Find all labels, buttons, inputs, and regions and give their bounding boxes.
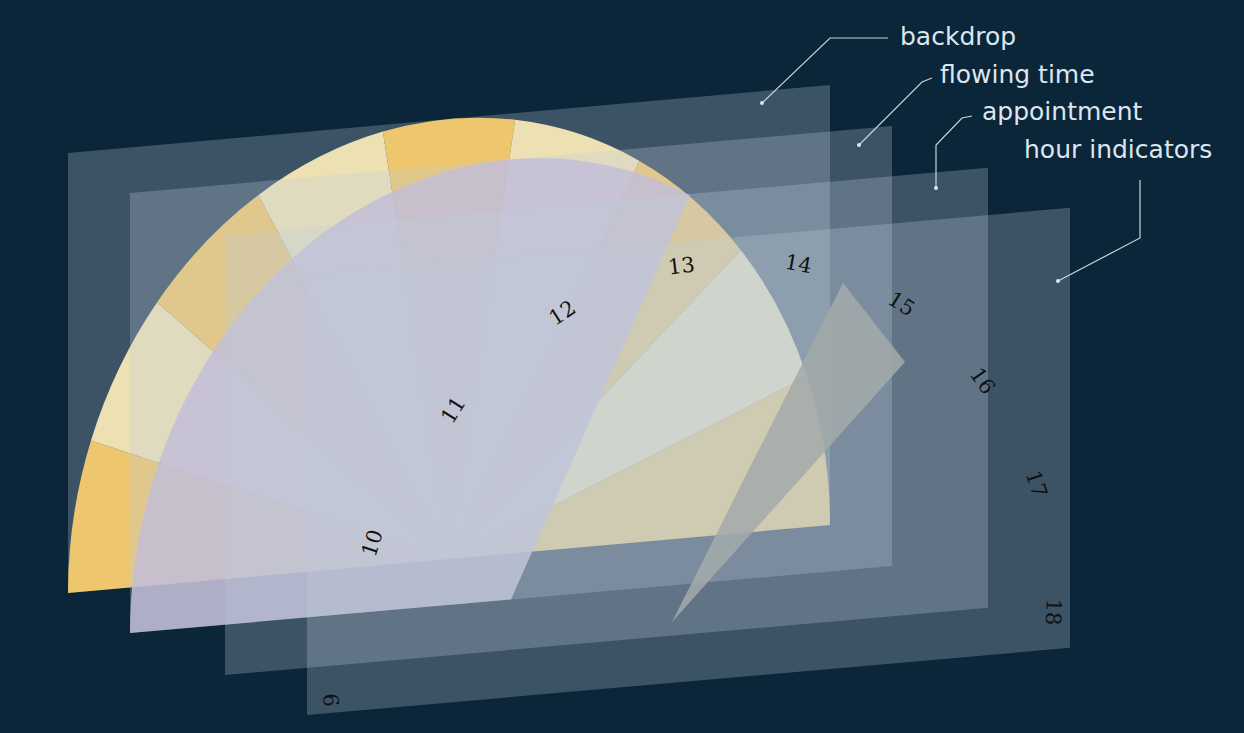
hour-number: 14	[783, 250, 813, 278]
hour-number: 18	[1041, 598, 1066, 626]
leader-dot	[934, 186, 938, 190]
layer-name: appointment	[982, 97, 1142, 126]
leader-dots	[760, 101, 1060, 283]
leader-dot	[760, 101, 764, 105]
layer-name: flowing time	[940, 60, 1095, 89]
hour-number: 9	[319, 692, 344, 707]
hour-indicators-plane	[307, 208, 1070, 715]
hour-number: 13	[666, 252, 695, 279]
layer-name: backdrop	[900, 22, 1016, 51]
leader-line	[936, 116, 972, 188]
layer-name: hour indicators	[1024, 135, 1212, 164]
leader-dot	[1056, 279, 1060, 283]
hour-indicators-layer	[307, 208, 1070, 715]
leader-line	[859, 78, 932, 145]
leader-line	[762, 38, 888, 103]
leader-line	[1058, 180, 1140, 281]
leader-dot	[857, 143, 861, 147]
